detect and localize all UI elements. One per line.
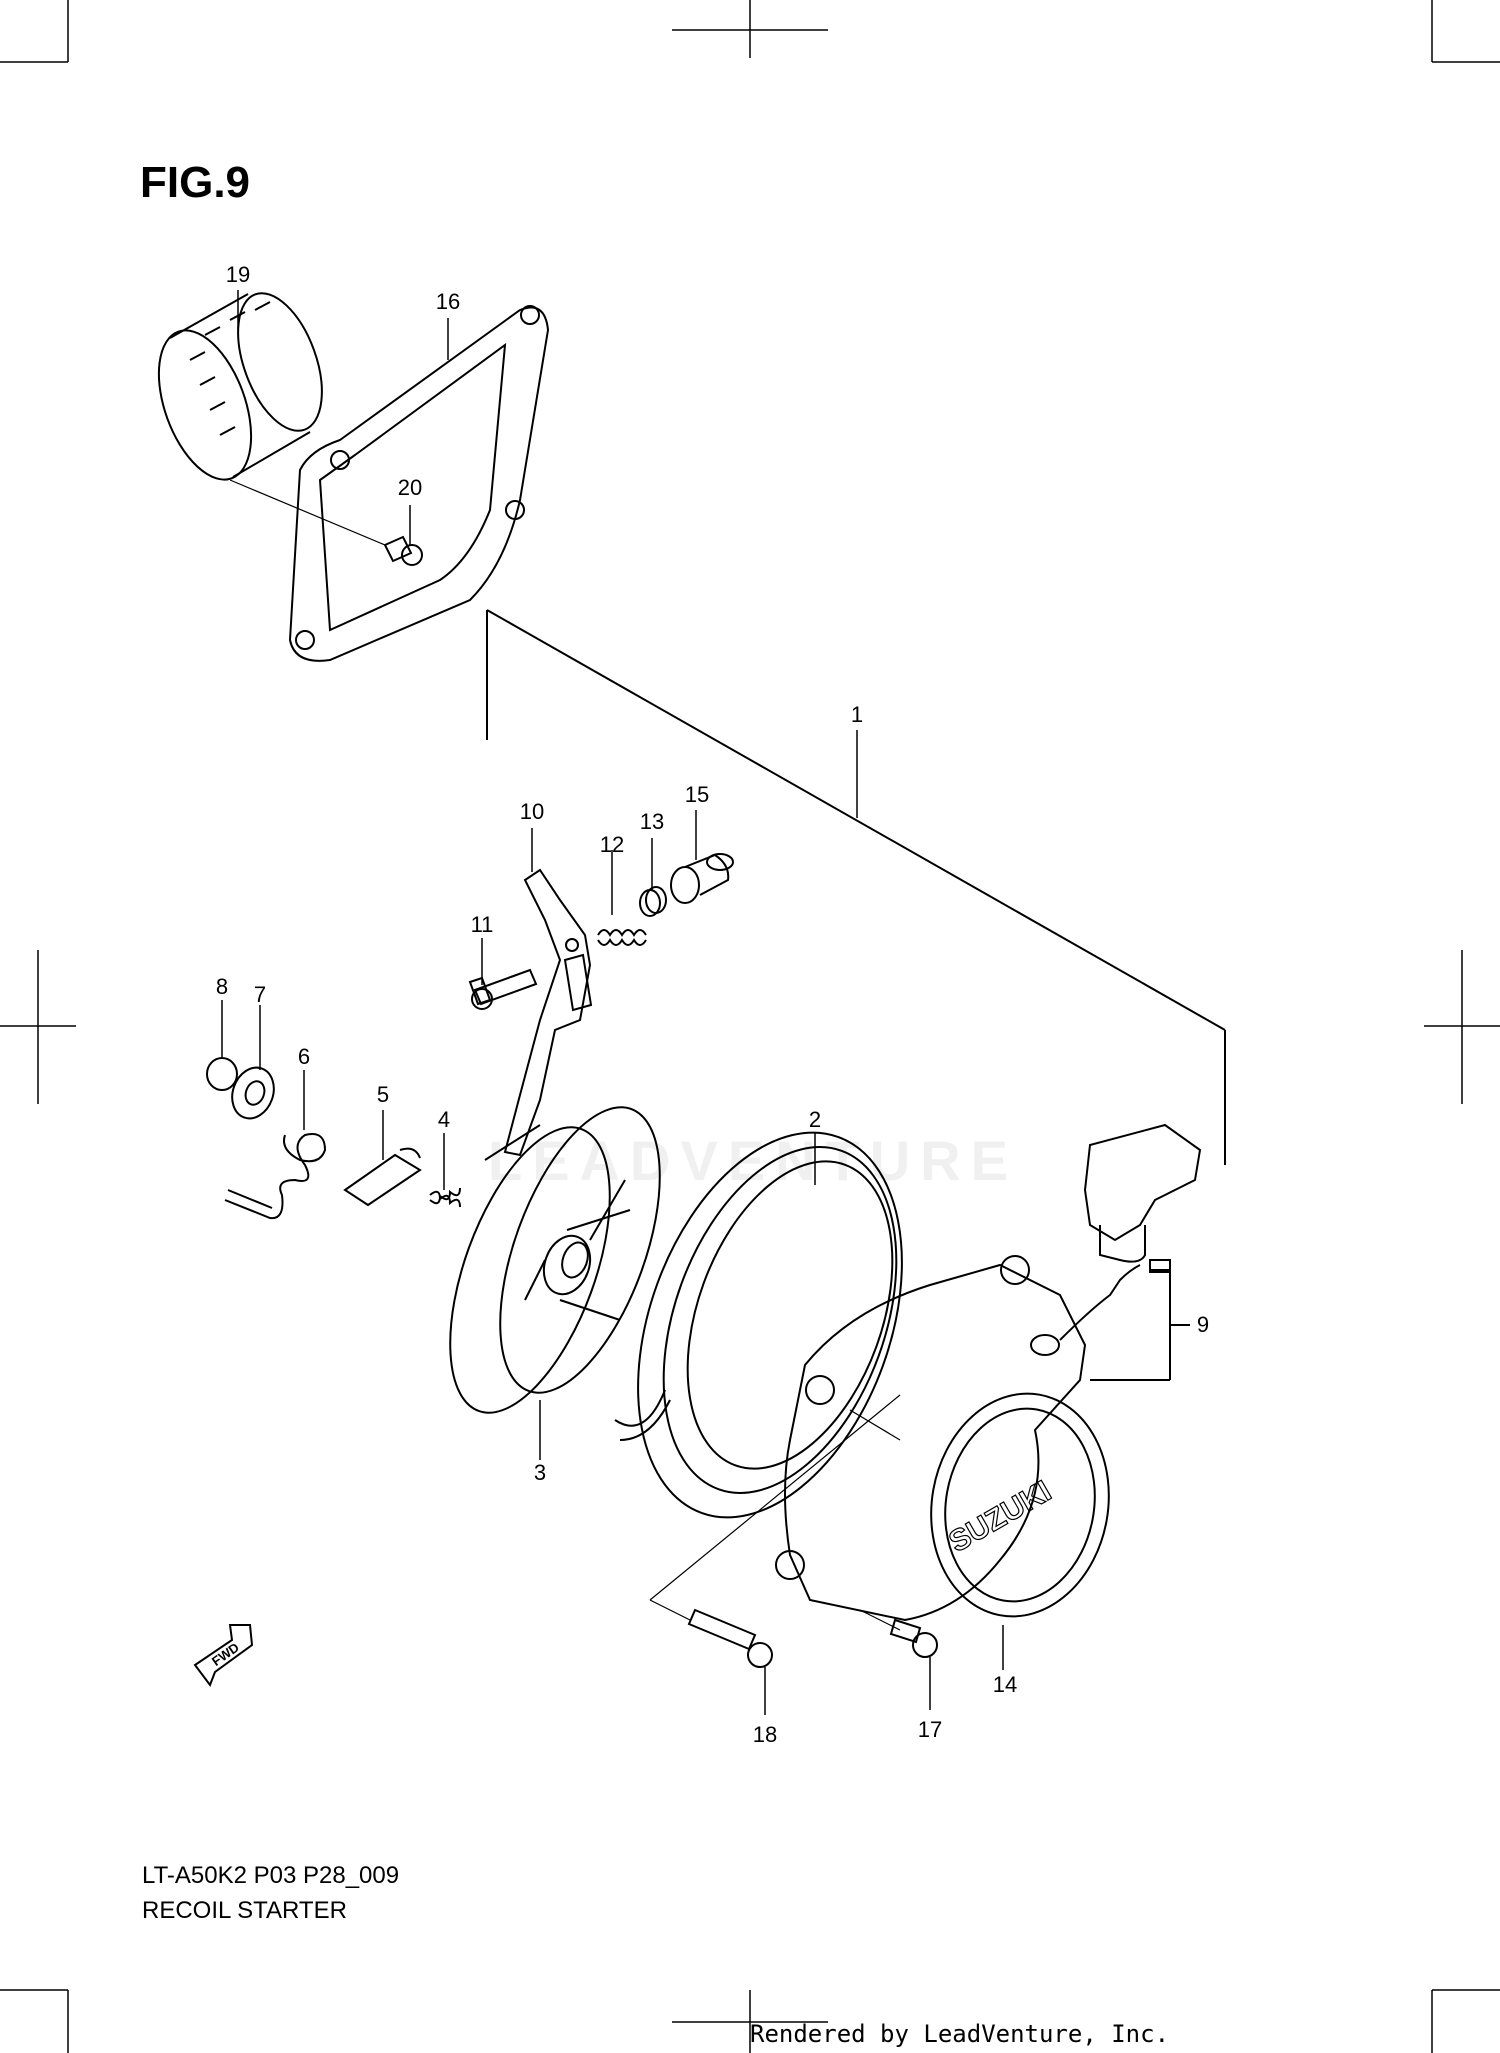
callout-8: 8 — [215, 974, 229, 999]
part-13-collar — [640, 887, 666, 916]
callout-16: 16 — [435, 289, 461, 314]
callout-15: 15 — [684, 782, 710, 807]
callout-9: 9 — [1196, 1312, 1210, 1337]
part-5-pawl — [345, 1149, 420, 1205]
part-6-wire-spring — [225, 1134, 325, 1218]
callout-12: 12 — [599, 832, 625, 857]
callout-10: 10 — [519, 799, 545, 824]
assembly-bracket-1 — [487, 610, 1225, 1165]
part-2-recoil-spring — [589, 1096, 951, 1554]
part-18-bolt — [689, 1610, 772, 1667]
callout-17: 17 — [917, 1717, 943, 1742]
part-9-bracket — [1090, 1270, 1190, 1380]
callout-19: 19 — [225, 262, 251, 287]
part-10-lever — [505, 870, 591, 1155]
guide-lines — [650, 1395, 900, 1630]
callout-3: 3 — [533, 1460, 547, 1485]
callout-4: 4 — [437, 1107, 451, 1132]
part-7-washer — [225, 1062, 280, 1125]
section-name: RECOIL STARTER — [142, 1897, 347, 1924]
part-12-spring — [598, 930, 646, 945]
part-4-spring — [430, 1188, 460, 1207]
model-code: LT-A50K2 P03 P28_009 — [142, 1862, 400, 1889]
part-9-handle — [1060, 1125, 1200, 1340]
callout-1: 1 — [850, 702, 864, 727]
callout-6: 6 — [297, 1044, 311, 1069]
callout-2: 2 — [808, 1107, 822, 1132]
callout-11: 11 — [470, 912, 494, 937]
part-11-bolt — [470, 970, 536, 1009]
leader-lines — [222, 290, 1003, 1715]
part-20-bolt — [230, 480, 422, 565]
part-17-bolt — [891, 1620, 937, 1657]
callout-20: 20 — [397, 475, 423, 500]
figure-title: FIG.9 — [140, 158, 251, 207]
part-3-reel — [418, 1087, 693, 1433]
part-15-cap — [671, 854, 733, 903]
fwd-arrow-icon — [195, 1625, 252, 1685]
callout-13: 13 — [639, 809, 665, 834]
watermark-text: LEADVENTURE — [488, 1129, 1019, 1192]
render-credit: Rendered by LeadVenture, Inc. — [750, 2020, 1170, 2048]
callout-14: 14 — [992, 1672, 1018, 1697]
part-14-cover — [776, 1256, 1126, 1631]
brand-marking: SUZUKI — [944, 1475, 1057, 1559]
callout-18: 18 — [752, 1722, 778, 1747]
part-8-circlip — [207, 1058, 237, 1090]
callout-5: 5 — [376, 1082, 390, 1107]
callout-7: 7 — [253, 982, 267, 1007]
part-16-gasket — [290, 306, 548, 661]
part-19-drum — [141, 282, 339, 492]
